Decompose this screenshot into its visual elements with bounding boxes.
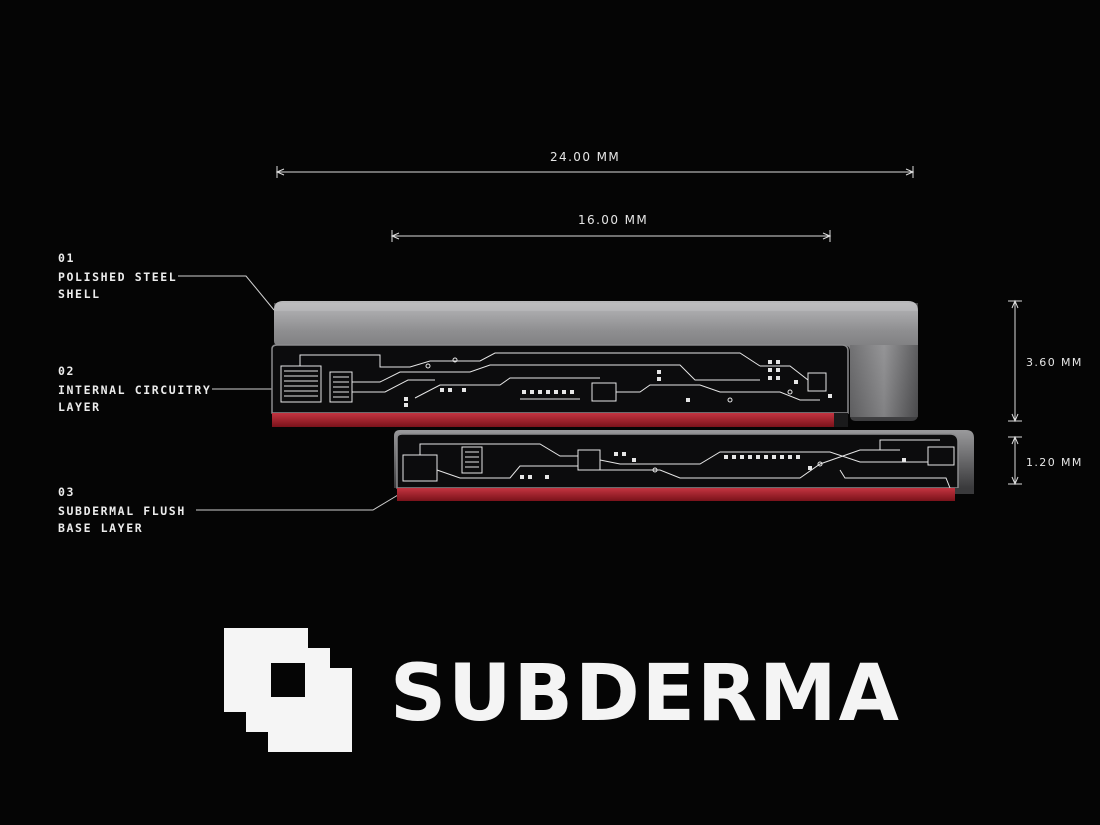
layer-label-01: 01 POLISHED STEEL SHELL <box>58 250 177 303</box>
inner-width-dimension: 16.00 MM <box>578 213 649 227</box>
layer-label-03: 03 SUBDERMAL FLUSH BASE LAYER <box>58 484 186 537</box>
upper-height-dimension: 3.60 MM <box>1026 356 1083 369</box>
upper-steel-shell <box>274 301 918 421</box>
layer-label-line1: SUBDERMAL FLUSH <box>58 504 186 518</box>
layer-label-line1: POLISHED STEEL <box>58 270 178 284</box>
dimension-lines <box>275 166 1022 486</box>
lower-red-base-layer <box>397 488 955 501</box>
layer-number: 03 <box>58 485 76 499</box>
lower-module <box>394 430 974 501</box>
leader-lines <box>178 275 399 511</box>
layer-label-line1: INTERNAL CIRCUITRY <box>58 383 212 397</box>
upper-circuit-layer <box>271 344 849 414</box>
layer-label-line2: SHELL <box>58 287 101 301</box>
upper-red-base-layer <box>272 413 848 427</box>
layer-number: 01 <box>58 251 76 265</box>
lower-height-dimension: 1.20 MM <box>1026 456 1083 469</box>
subderma-logo-icon <box>224 628 352 752</box>
lower-circuit-layer <box>402 439 955 489</box>
layer-label-line2: LAYER <box>58 400 101 414</box>
layer-label-line2: BASE LAYER <box>58 521 144 535</box>
layer-number: 02 <box>58 364 76 378</box>
overall-width-dimension: 24.00 MM <box>550 150 621 164</box>
brand-wordmark: SUBDERMA <box>390 649 902 739</box>
layer-label-02: 02 INTERNAL CIRCUITRY LAYER <box>58 363 211 416</box>
